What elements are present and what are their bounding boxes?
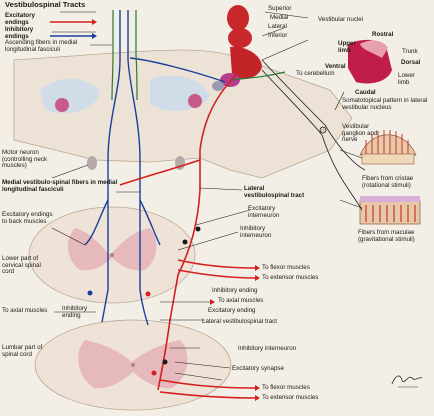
label-to-extensor-1: To extensor muscles (262, 274, 319, 281)
somatotopic-block (348, 39, 392, 84)
label-vestibular-nuclei: Vestibular nuclei (318, 16, 364, 23)
lateral-tract-fibers (119, 69, 256, 399)
label-medial-fibers: Medial vestibulo-spinal fibers in medial… (2, 179, 118, 193)
label-inhibitory-interneuron-1: Inhibitory interneuron (240, 225, 272, 239)
legend-lines (50, 19, 97, 39)
label-dorsal: Dorsal (401, 59, 421, 66)
label-to-axial-left: To axial muscles (2, 307, 48, 314)
label-to-axial-right: To axial muscles (218, 297, 264, 304)
label-inhibitory-ending-left: Inhibitory ending (62, 305, 88, 319)
label-to-cerebellum: To cerebellum (296, 70, 335, 77)
label-lower-cervical: Lower part of cervical spinal cord (2, 255, 41, 276)
label-somatotopical: Somatotopical pattern in lateral vestibu… (342, 97, 428, 111)
interneurons (87, 226, 201, 376)
artist-signature (391, 375, 423, 388)
label-medial: Medial (270, 14, 289, 21)
label-inferior: Inferior (268, 32, 288, 39)
label-ventral: Ventral (325, 63, 346, 70)
legend-inhibitory: Inhibitory endings (5, 26, 34, 40)
label-fibers-maculae: Fibers from maculae (gravitational stimu… (358, 229, 415, 243)
leader-lines (51, 11, 363, 381)
label-inhibitory-interneuron-2: Inhibitory interneuron (238, 345, 297, 352)
label-excitatory-synapse: Excitatory synapse (232, 365, 284, 372)
maculae-drawing (359, 196, 421, 225)
ascending-fibers (111, 10, 286, 101)
label-trunk: Trunk (402, 48, 418, 55)
label-lateral: Lateral (268, 23, 287, 30)
label-lower-limb: Lower limb (398, 72, 415, 86)
vestibular-nerve (261, 59, 366, 211)
label-excitatory-endings-back: Excitatory endings to back muscles (2, 211, 53, 225)
label-upper-limb: Upper limb (338, 40, 356, 54)
label-lateral-tract-lower: Lateral vestibulospinal tract (202, 318, 277, 325)
legend-excitatory: Excitatory endings (5, 12, 35, 26)
label-lumbar: Lumbar part of spinal cord (2, 344, 43, 358)
label-to-flexor-1: To flexor muscles (262, 264, 310, 271)
label-lateral-tract: Lateral vestibulospinal tract (244, 185, 305, 199)
label-excitatory-ending: Excitatory ending (208, 307, 256, 314)
label-ascending: Ascending fibers in medial longitudinal … (5, 39, 78, 53)
label-to-flexor-2: To flexor muscles (262, 384, 310, 391)
cristae-drawing (359, 130, 417, 165)
label-fibers-cristae: Fibers from cristae (rotational stimuli) (362, 175, 414, 189)
label-superior: Superior (268, 5, 292, 12)
arrowheads (210, 265, 260, 401)
diagram-title: Vestibulospinal Tracts (5, 0, 86, 9)
label-excitatory-interneuron: Excitatory interneuron (248, 205, 280, 219)
label-rostral: Rostral (372, 31, 394, 38)
label-to-extensor-2: To extensor muscles (262, 394, 319, 401)
label-vestibular-ganglion: Vestibular ganglion and nerve (342, 123, 378, 144)
label-inhibitory-ending-right: Inhibitory ending (212, 287, 258, 294)
label-caudal: Caudal (355, 89, 376, 96)
label-motor-neuron: Motor neuron (controlling neck muscles) (2, 149, 48, 170)
